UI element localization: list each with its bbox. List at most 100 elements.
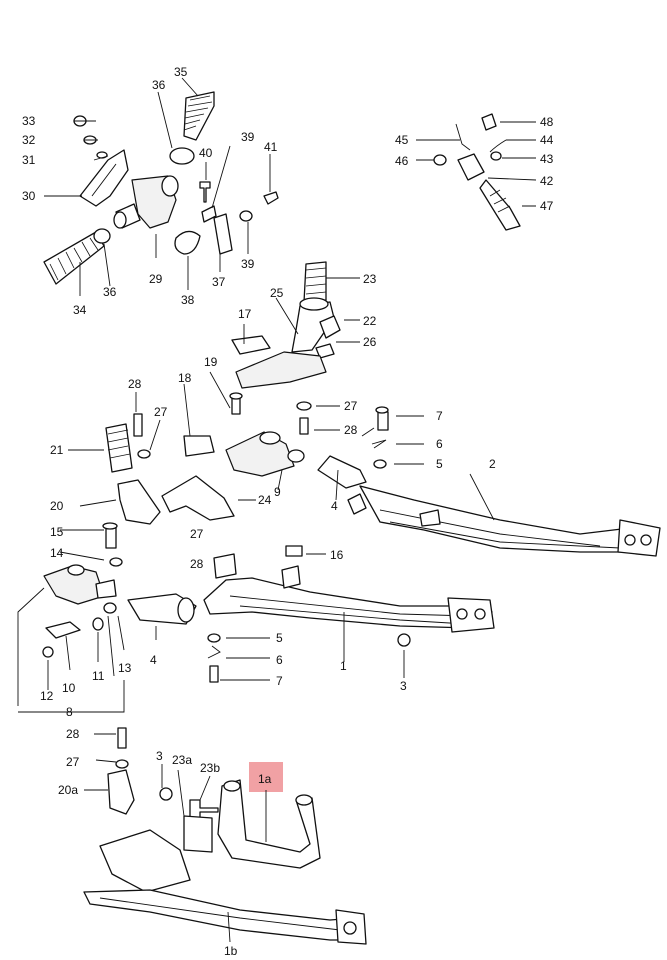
bolt-7b [377, 411, 389, 431]
gasket-6 [207, 645, 221, 659]
callout-labels: 35 36 33 32 31 30 40 41 39 29 34 36 38 3… [22, 65, 554, 958]
callout: 36 [103, 285, 117, 299]
callout: 47 [540, 199, 554, 213]
nut-3b [159, 787, 173, 801]
callout: 25 [270, 286, 284, 300]
pipe-1a [217, 779, 321, 869]
fitting-48 [481, 113, 497, 131]
callout: 21 [50, 443, 64, 457]
callout: 27 [66, 755, 80, 769]
flange-1 [447, 597, 495, 633]
callout: 19 [204, 355, 218, 369]
callout: 30 [22, 189, 36, 203]
callout: 17 [238, 307, 252, 321]
callout: 2 [489, 457, 496, 471]
hardware-5-7 [371, 406, 424, 469]
callout: 37 [212, 275, 226, 289]
spring-39 [201, 205, 217, 223]
callout: 46 [395, 154, 409, 168]
heat-exchanger-right-group [209, 261, 360, 435]
clamp-36-top [169, 147, 195, 165]
callout: 11 [92, 669, 105, 683]
callout: 28 [344, 423, 358, 437]
washer-27c [115, 759, 129, 769]
clamp-22 [319, 315, 341, 339]
heater-box-group [68, 383, 367, 525]
heat-exchanger-1 [127, 427, 495, 683]
washer-5b [373, 459, 387, 469]
clip-17 [231, 335, 271, 355]
callout: 26 [363, 335, 377, 349]
bolt-40 [199, 181, 211, 203]
callout: 7 [436, 409, 443, 423]
sensor-42 [457, 153, 485, 181]
bolt-28 [299, 417, 309, 435]
callout: 4 [150, 653, 157, 667]
callout: 35 [174, 65, 188, 79]
stud-11 [92, 617, 104, 631]
callout: 23 [363, 272, 377, 286]
probe-47 [479, 179, 521, 231]
callout: 18 [178, 371, 192, 385]
washer-14 [109, 557, 123, 567]
callout: 33 [22, 114, 36, 128]
callout: 6 [276, 653, 283, 667]
bolt-28c [117, 727, 127, 749]
callout: 13 [118, 661, 132, 675]
callout: 5 [276, 631, 283, 645]
connector-24 [161, 475, 235, 521]
callout: 48 [540, 115, 554, 129]
sensor-group [416, 113, 537, 231]
callout: 15 [50, 525, 64, 539]
callout: 8 [66, 705, 73, 719]
callout: 1b [224, 944, 238, 958]
heater-control-group [43, 77, 279, 296]
pipe-4-upper [317, 455, 367, 489]
gasket-6b [371, 439, 387, 449]
callout: 42 [540, 174, 554, 188]
strap-37 [213, 213, 233, 255]
washer-27 [296, 401, 312, 411]
heat-exchanger-2 [347, 473, 661, 557]
callout: 27 [190, 527, 204, 541]
hose-23 [303, 261, 327, 303]
callout: 24 [258, 493, 272, 507]
callout: 10 [62, 681, 76, 695]
clamp-38 [174, 230, 201, 255]
callout: 39 [241, 130, 255, 144]
flange-2 [617, 519, 661, 557]
callout: 6 [436, 437, 443, 451]
callout: 29 [149, 272, 163, 286]
callout: 20a [58, 783, 78, 797]
callout: 23a [172, 753, 192, 767]
nut-13 [103, 602, 117, 614]
callout: 23b [200, 761, 220, 775]
cover-plate [235, 351, 327, 389]
highlight-box-1a [249, 762, 283, 792]
screw-41 [263, 191, 279, 205]
callout: 32 [22, 133, 36, 147]
exhaust-pipe-group [83, 727, 367, 945]
callout: 41 [264, 140, 278, 154]
callout: 36 [152, 78, 166, 92]
clip-10 [45, 621, 81, 639]
callout: 40 [199, 146, 213, 160]
callout: 9 [274, 485, 281, 499]
hose-35 [183, 91, 215, 141]
washer-12 [42, 646, 54, 658]
nut-3 [397, 633, 411, 647]
callout: 27 [344, 399, 358, 413]
callout-1a: 1a [258, 772, 272, 786]
heater-box-left-group [17, 522, 125, 713]
wire-44 [489, 139, 507, 153]
callout: 7 [276, 674, 283, 688]
bolt-7 [209, 665, 219, 683]
elbow-20 [117, 479, 161, 525]
callout: 28 [128, 377, 142, 391]
callout: 4 [331, 499, 338, 513]
bolt-23b [189, 799, 219, 819]
callout: 14 [50, 546, 64, 560]
washer-27b [137, 449, 151, 459]
callout: 45 [395, 133, 409, 147]
